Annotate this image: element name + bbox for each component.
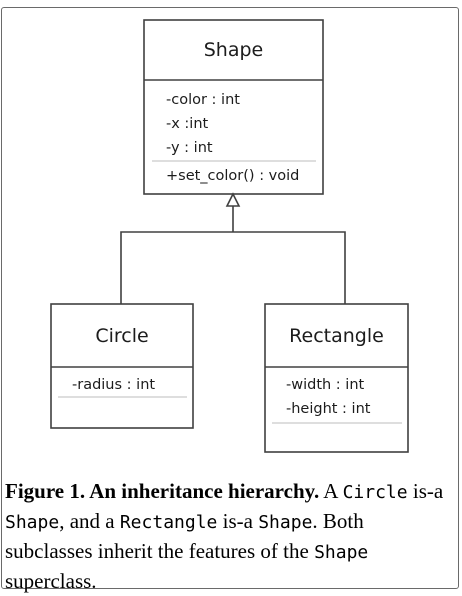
class-shape-name: Shape xyxy=(204,39,264,61)
caption-label: Figure 1. An inheritance hierarchy. xyxy=(5,479,320,503)
caption-code-rectangle: Rectangle xyxy=(119,512,218,533)
caption-text: is-a xyxy=(217,509,259,533)
class-shape-attr-x: -x :int xyxy=(166,116,209,132)
inheritance-connector xyxy=(120,192,346,304)
caption-code-shape: Shape xyxy=(314,542,369,563)
class-shape-box xyxy=(143,19,324,195)
class-circle-box xyxy=(50,303,194,429)
class-rectangle-attr-height: -height : int xyxy=(286,401,371,417)
caption-text: , and a xyxy=(59,509,120,533)
class-shape: Shape -color : int -x :int -y : int +set… xyxy=(143,19,324,195)
inheritance-arrowhead-icon xyxy=(225,192,241,207)
caption-code-circle: Circle xyxy=(342,482,408,503)
caption-text: A xyxy=(319,479,343,503)
class-rectangle-box xyxy=(264,303,409,453)
class-circle-name: Circle xyxy=(95,325,148,347)
class-rectangle: Rectangle -width : int -height : int xyxy=(264,303,409,453)
caption-text: superclass. xyxy=(5,569,97,593)
class-rectangle-name: Rectangle xyxy=(289,325,384,347)
inheritance-branch-line xyxy=(120,231,346,304)
figure-caption: Figure 1. An inheritance hierarchy. A Ci… xyxy=(5,477,455,596)
caption-code-shape: Shape xyxy=(258,512,313,533)
class-rectangle-attr-width: -width : int xyxy=(286,377,365,393)
class-shape-attr-y: -y : int xyxy=(166,140,213,156)
class-circle: Circle -radius : int xyxy=(50,303,194,429)
caption-code-shape: Shape xyxy=(5,512,60,533)
class-shape-op-set-color: +set_color() : void xyxy=(166,168,299,184)
caption-text: is-a xyxy=(407,479,444,503)
caption-text: . Both subclasses inherit the features o… xyxy=(5,509,364,563)
class-shape-attr-color: -color : int xyxy=(166,92,240,108)
class-circle-attr-radius: -radius : int xyxy=(72,377,155,393)
uml-class-diagram: Shape -color : int -x :int -y : int +set… xyxy=(50,19,409,453)
figure-frame xyxy=(1,7,459,589)
